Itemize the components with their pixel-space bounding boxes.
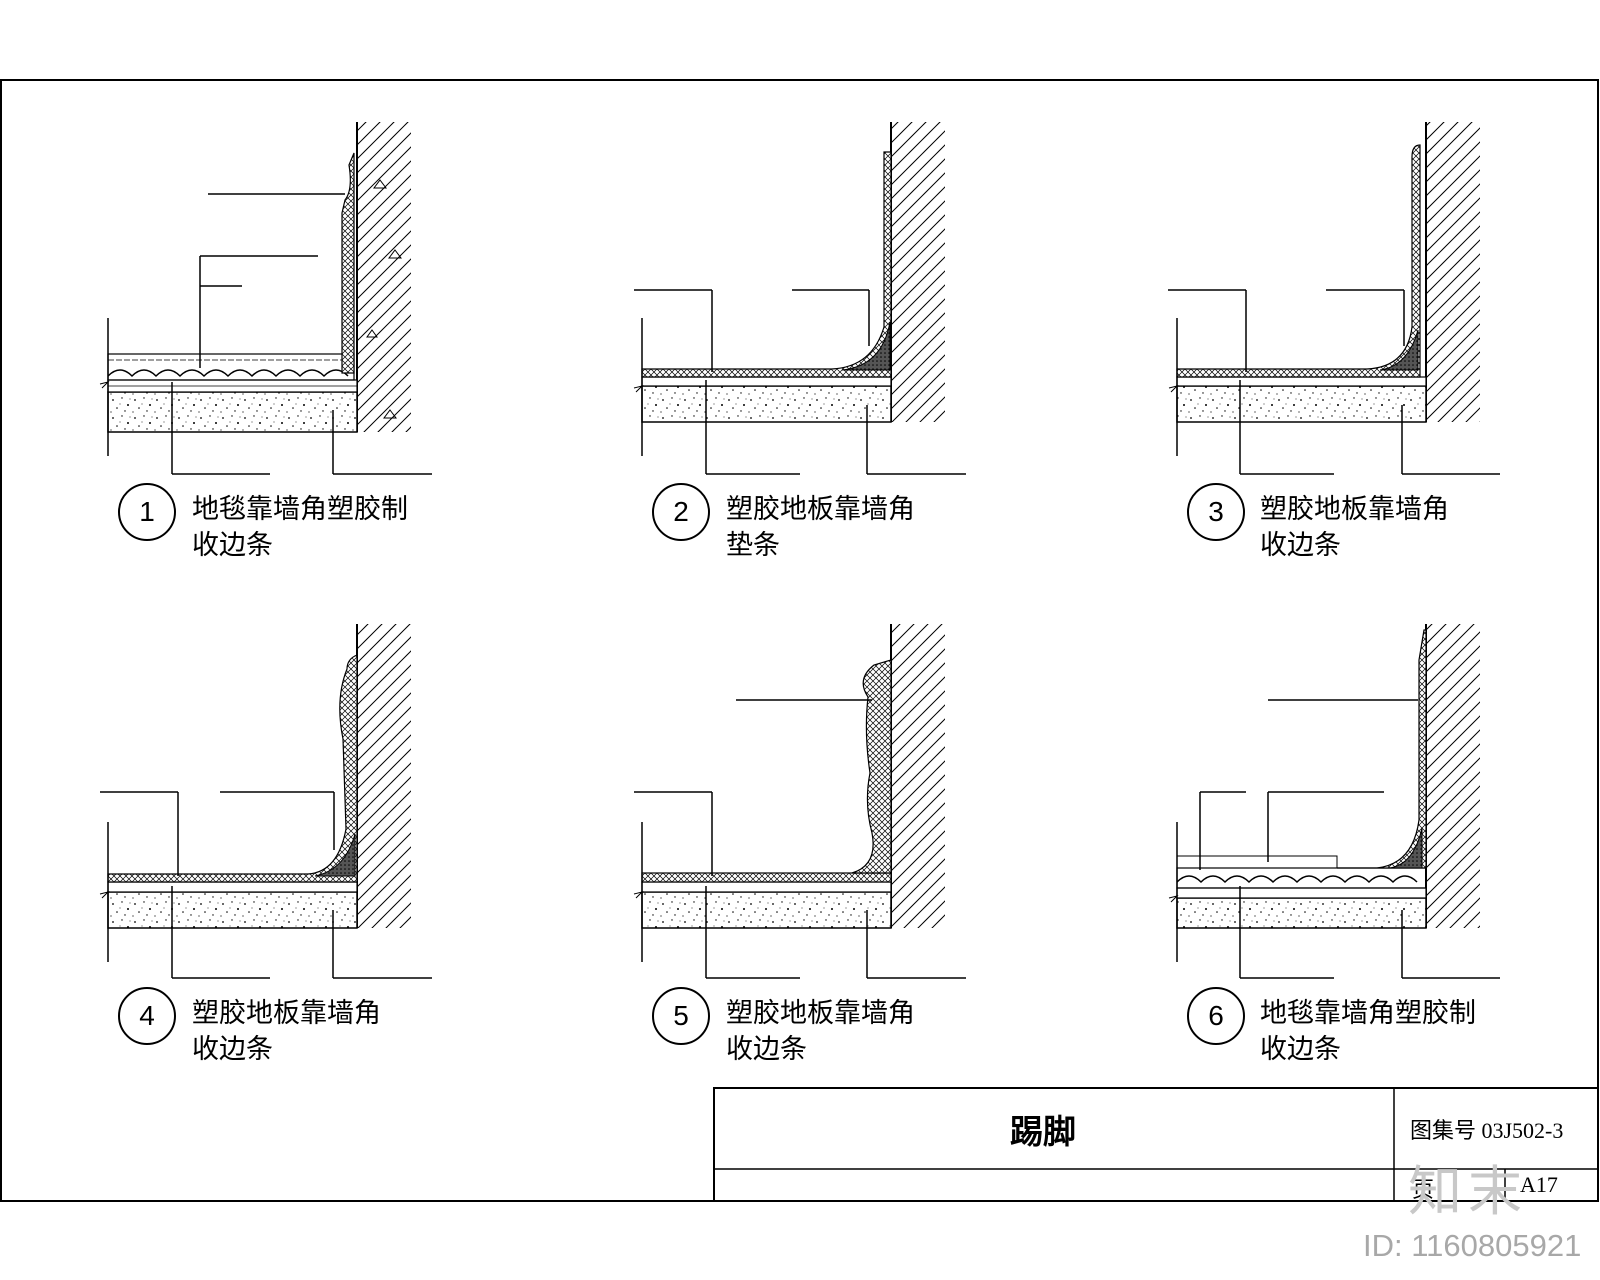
detail-6-caption-line1: 地毯靠墙角塑胶制 <box>1260 998 1476 1029</box>
detail-2-caption-line2: 垫条 <box>726 530 780 561</box>
detail-4-drawing <box>99 624 432 979</box>
detail-4-number: 4 <box>118 987 176 1045</box>
detail-4-caption-line2: 收边条 <box>192 1034 273 1065</box>
page-label: 页 <box>1412 1177 1435 1202</box>
detail-5-caption-line2: 收边条 <box>726 1034 807 1065</box>
detail-1-drawing <box>99 122 432 475</box>
atlas-number: 图集号 03J502-3 <box>1410 1118 1564 1143</box>
page-number: A17 <box>1520 1172 1558 1197</box>
detail-3-drawing <box>1168 122 1500 475</box>
detail-1-caption-line1: 地毯靠墙角塑胶制 <box>192 494 408 525</box>
detail-5-caption-line1: 塑胶地板靠墙角 <box>726 998 915 1029</box>
detail-5-number: 5 <box>652 987 710 1045</box>
detail-5-drawing <box>633 624 966 979</box>
title-block-frame <box>713 1087 1599 1202</box>
watermark-logo: 知末 <box>1408 1160 1528 1223</box>
detail-1-number: 1 <box>118 483 176 541</box>
detail-6-caption-line2: 收边条 <box>1260 1034 1341 1065</box>
detail-6-drawing <box>1168 624 1500 979</box>
detail-2-caption-line1: 塑胶地板靠墙角 <box>726 494 915 525</box>
detail-1-caption-line2: 收边条 <box>192 530 273 561</box>
detail-3-caption-line1: 塑胶地板靠墙角 <box>1260 494 1449 525</box>
drawing-title: 踢脚 <box>1010 1112 1076 1151</box>
detail-3-number: 3 <box>1187 483 1245 541</box>
detail-2-drawing <box>633 122 966 475</box>
detail-3-caption-line2: 收边条 <box>1260 530 1341 561</box>
detail-6-number: 6 <box>1187 987 1245 1045</box>
watermark-id: ID: 1160805921 <box>1363 1228 1582 1263</box>
detail-2-number: 2 <box>652 483 710 541</box>
detail-4-caption-line1: 塑胶地板靠墙角 <box>192 998 381 1029</box>
